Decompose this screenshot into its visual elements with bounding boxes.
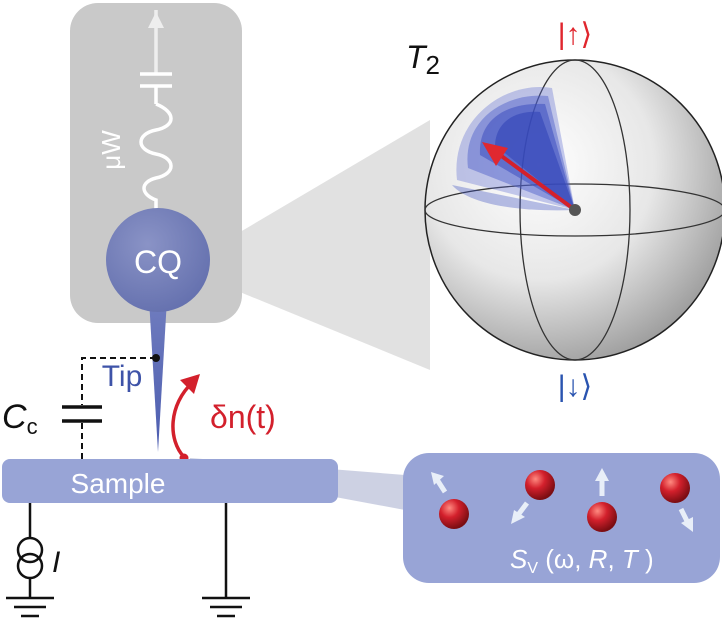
up-state-label: |↑⟩ — [558, 18, 593, 51]
spin-particle — [525, 470, 555, 500]
current-source — [16, 503, 44, 598]
coupling-cap-label: Cc — [2, 398, 38, 439]
sample-label: Sample — [71, 468, 166, 499]
spin-particle — [587, 502, 617, 532]
dephasing-time-label: T2 — [406, 39, 440, 80]
noise-panel — [403, 453, 720, 583]
microwave-line — [139, 10, 173, 212]
spin-particle — [660, 473, 690, 503]
ground-left-icon — [6, 596, 54, 618]
zoom-cone-sphere — [235, 120, 430, 370]
fluctuation-arrow — [171, 380, 195, 459]
microwave-label: μW — [96, 130, 126, 170]
bloch-vector — [494, 150, 577, 212]
fluctuation-arrowhead — [180, 374, 200, 394]
tip-node — [152, 354, 160, 362]
charge-qubit — [106, 208, 210, 312]
down-state-label: |↓⟩ — [558, 370, 593, 403]
sample-bar — [2, 459, 338, 503]
spin-arrows — [431, 468, 693, 532]
fluctuation-label: δn(t) — [210, 399, 276, 435]
current-source-label: I — [52, 546, 60, 579]
bloch-vector-head — [482, 142, 508, 166]
ground-right-icon — [202, 503, 250, 618]
dephasing-cone — [452, 86, 575, 211]
coupling-capacitor — [62, 357, 156, 482]
spin-particles — [439, 470, 690, 532]
bloch-origin — [569, 204, 581, 216]
tip-label: Tip — [102, 360, 143, 393]
noise-spectrum-label: SV (ω, R, T ) — [510, 544, 654, 577]
qubit-label: CQ — [134, 244, 182, 280]
spin-particle — [439, 499, 469, 529]
probe-tip — [148, 282, 168, 452]
